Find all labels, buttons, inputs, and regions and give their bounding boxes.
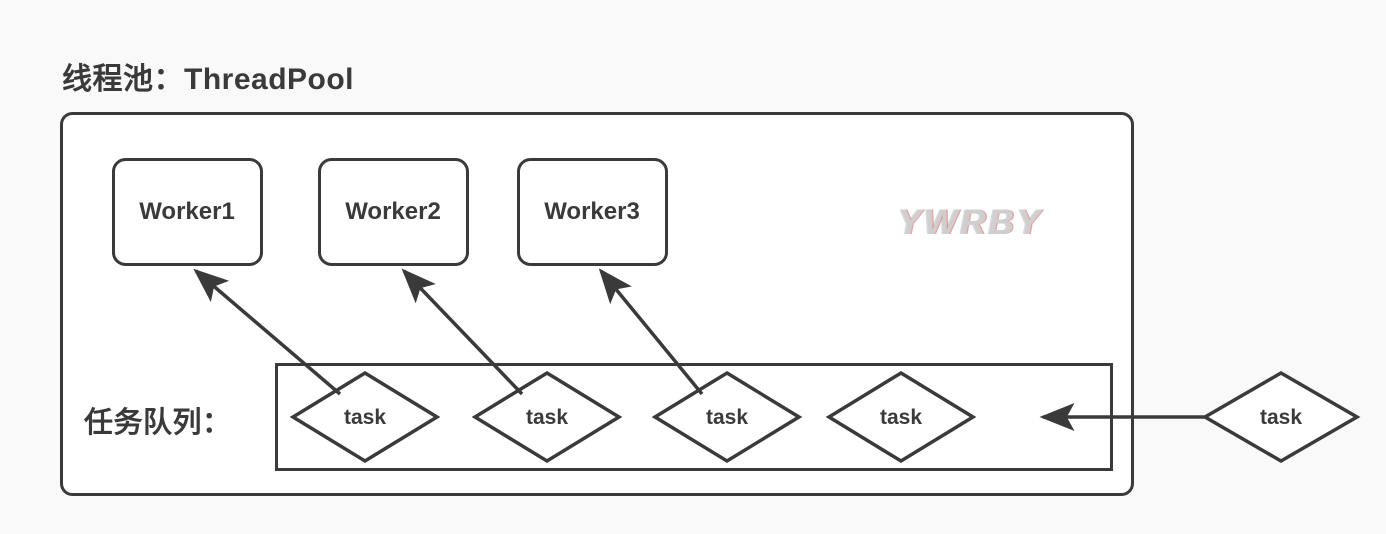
dispatch-arrow-2 [401, 268, 524, 396]
incoming-task-label: task [1259, 406, 1303, 429]
worker-box-3[interactable] [517, 158, 668, 266]
task-diamond-4[interactable] [825, 370, 977, 464]
dispatch-arrow-3 [598, 268, 704, 396]
task-diamond-3[interactable] [651, 370, 803, 464]
task-diamond-2[interactable] [471, 370, 623, 464]
worker-label-1: Worker1 [139, 198, 235, 225]
worker-box-2[interactable] [318, 158, 469, 266]
worker-label-3: Worker3 [544, 198, 640, 225]
watermark-text: YWRBY [898, 203, 1044, 242]
worker-label-2: Worker2 [345, 198, 441, 225]
worker-box-1[interactable] [112, 158, 263, 266]
task-label-1: task [343, 406, 387, 429]
task-label-4: task [879, 406, 923, 429]
page-title: 线程池：ThreadPool [62, 63, 355, 96]
task-diamond-1[interactable] [289, 370, 441, 464]
task-queue-label: 任务队列： [84, 407, 232, 439]
dispatch-arrow-1 [193, 268, 342, 396]
task-label-2: task [525, 406, 569, 429]
incoming-task-diamond[interactable] [1201, 370, 1361, 464]
task-label-3: task [705, 406, 749, 429]
